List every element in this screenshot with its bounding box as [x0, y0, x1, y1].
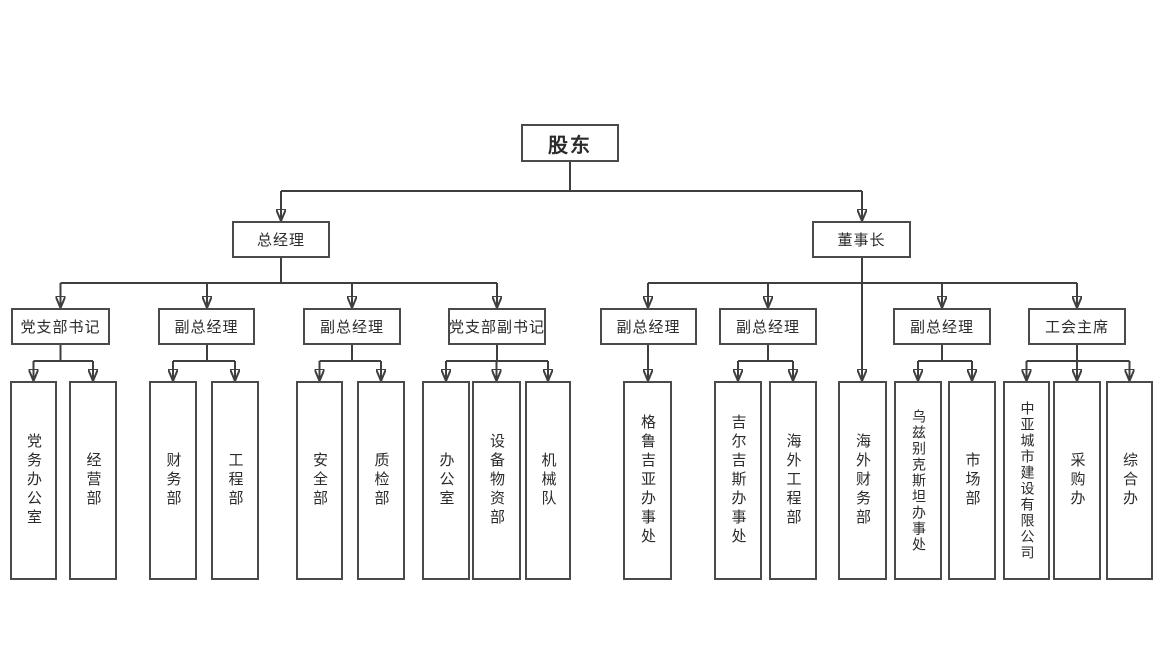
node-label: 吉尔吉斯办事处	[729, 414, 748, 547]
node-general-manager: 总经理	[232, 221, 330, 258]
node-label: 董事长	[837, 231, 886, 249]
node-deputy-gm-1: 副总经理	[158, 308, 255, 345]
node-label: 党支部副书记	[449, 318, 546, 336]
node-label: 综合办	[1121, 452, 1139, 509]
node-label: 工程部	[226, 452, 245, 509]
node-label: 安全部	[311, 452, 329, 509]
node-central-asia-urban-construction-co: 中亚城市建设有限公司	[1003, 381, 1050, 580]
node-label: 副总经理	[174, 318, 239, 336]
node-label: 股东	[548, 132, 592, 157]
node-label: 党支部书记	[20, 318, 101, 336]
node-label: 党务办公室	[25, 433, 43, 528]
node-label: 采购办	[1068, 452, 1087, 509]
node-label: 海外财务部	[854, 433, 872, 528]
node-office: 办公室	[422, 381, 470, 580]
node-overseas-finance-dept: 海外财务部	[838, 381, 887, 580]
node-equipment-materials-dept: 设备物资部	[472, 381, 521, 580]
node-label: 副总经理	[319, 318, 384, 336]
node-deputy-gm-4: 副总经理	[719, 308, 817, 345]
node-label: 工会主席	[1044, 318, 1109, 336]
node-shareholders: 股东	[521, 124, 619, 162]
node-overseas-engineering-dept: 海外工程部	[769, 381, 817, 580]
node-label: 副总经理	[616, 318, 681, 336]
node-georgia-office: 格鲁吉亚办事处	[623, 381, 672, 580]
node-label: 格鲁吉亚办事处	[639, 414, 657, 547]
node-label: 乌兹别克斯坦办事处	[910, 408, 926, 553]
node-deputy-gm-5: 副总经理	[893, 308, 991, 345]
node-deputy-gm-2: 副总经理	[303, 308, 401, 345]
node-label: 总经理	[256, 231, 305, 249]
node-union-chairman: 工会主席	[1028, 308, 1126, 345]
node-quality-inspection-dept: 质检部	[357, 381, 405, 580]
node-procurement-office: 采购办	[1053, 381, 1101, 580]
node-label: 中亚城市建设有限公司	[1018, 400, 1035, 561]
node-machinery-team: 机械队	[525, 381, 571, 580]
node-deputy-gm-3: 副总经理	[600, 308, 697, 345]
node-party-branch-deputy-secretary: 党支部副书记	[448, 308, 546, 345]
node-market-dept: 市场部	[948, 381, 996, 580]
node-label: 质检部	[372, 452, 391, 509]
node-kyrgyzstan-office: 吉尔吉斯办事处	[714, 381, 762, 580]
node-label: 海外工程部	[784, 433, 803, 528]
node-general-affairs-office: 综合办	[1106, 381, 1153, 580]
node-label: 财务部	[164, 452, 183, 509]
node-chairman: 董事长	[812, 221, 911, 258]
node-label: 机械队	[539, 452, 558, 509]
node-engineering-dept: 工程部	[211, 381, 259, 580]
node-label: 市场部	[963, 452, 982, 509]
node-party-branch-secretary: 党支部书记	[11, 308, 110, 345]
node-label: 经营部	[84, 452, 103, 509]
node-label: 副总经理	[735, 318, 800, 336]
node-safety-dept: 安全部	[296, 381, 343, 580]
node-label: 办公室	[437, 452, 456, 509]
node-label: 副总经理	[909, 318, 974, 336]
node-party-affairs-office: 党务办公室	[10, 381, 57, 580]
node-finance-dept: 财务部	[149, 381, 197, 580]
node-label: 设备物资部	[488, 433, 506, 528]
node-uzbekistan-office: 乌兹别克斯坦办事处	[894, 381, 942, 580]
node-operations-dept: 经营部	[69, 381, 117, 580]
